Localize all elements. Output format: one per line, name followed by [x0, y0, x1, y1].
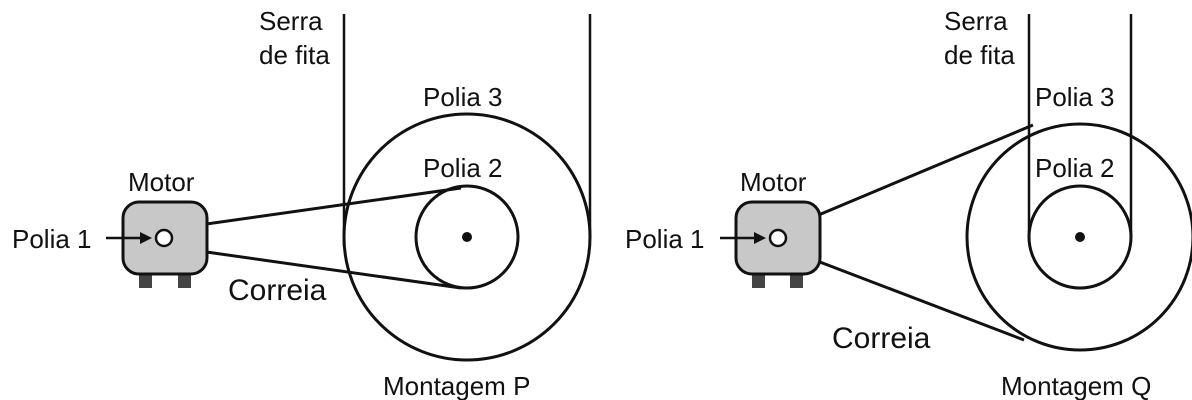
pulley-center-q	[1075, 232, 1085, 242]
caption-q: Montagem Q	[1001, 371, 1151, 400]
arrow-head-q	[754, 232, 766, 244]
motor-foot-left-q	[752, 272, 765, 288]
pulley-2-label-q: Polia 2	[1035, 153, 1115, 183]
saw-label-line2-p: de fita	[259, 40, 330, 70]
saw-label-line1-p: Serra	[259, 6, 323, 36]
belt-bottom-p	[163, 244, 462, 290]
pulley-3-label-q: Polia 3	[1035, 82, 1115, 112]
pulley-1-p	[154, 228, 174, 248]
pulley-center-p	[462, 232, 472, 242]
pulley-1-label-p: Polia 1	[12, 224, 92, 254]
pulley-3-q	[965, 122, 1192, 352]
saw-label-line2-q: de fita	[944, 40, 1015, 70]
pulley-2-p	[414, 184, 520, 290]
motor-label-q: Motor	[740, 167, 807, 197]
motor-foot-right-q	[790, 272, 803, 288]
pulley-1-q	[768, 228, 788, 248]
assembly-p: Serra de fita Polia 3 Polia 2 Motor Poli…	[12, 6, 592, 400]
caption-p: Montagem P	[383, 371, 530, 400]
belt-top-p	[163, 186, 462, 232]
pulley-2-q	[1027, 184, 1133, 290]
pulley-3-p	[342, 112, 592, 362]
pulley-2-label-p: Polia 2	[423, 153, 503, 183]
motor-foot-right-p	[178, 272, 191, 288]
saw-label-line1-q: Serra	[944, 6, 1008, 36]
pulley-1-label-q: Polia 1	[625, 224, 705, 254]
belt-label-p: Correia	[228, 274, 327, 307]
assembly-q: Serra de fita Polia 3 Polia 2 Motor Poli…	[625, 6, 1192, 400]
motor-label-p: Motor	[128, 167, 195, 197]
arrow-head-p	[140, 232, 152, 244]
motor-foot-left-p	[139, 272, 152, 288]
pulley-3-label-p: Polia 3	[423, 82, 503, 112]
belt-label-q: Correia	[832, 322, 931, 355]
